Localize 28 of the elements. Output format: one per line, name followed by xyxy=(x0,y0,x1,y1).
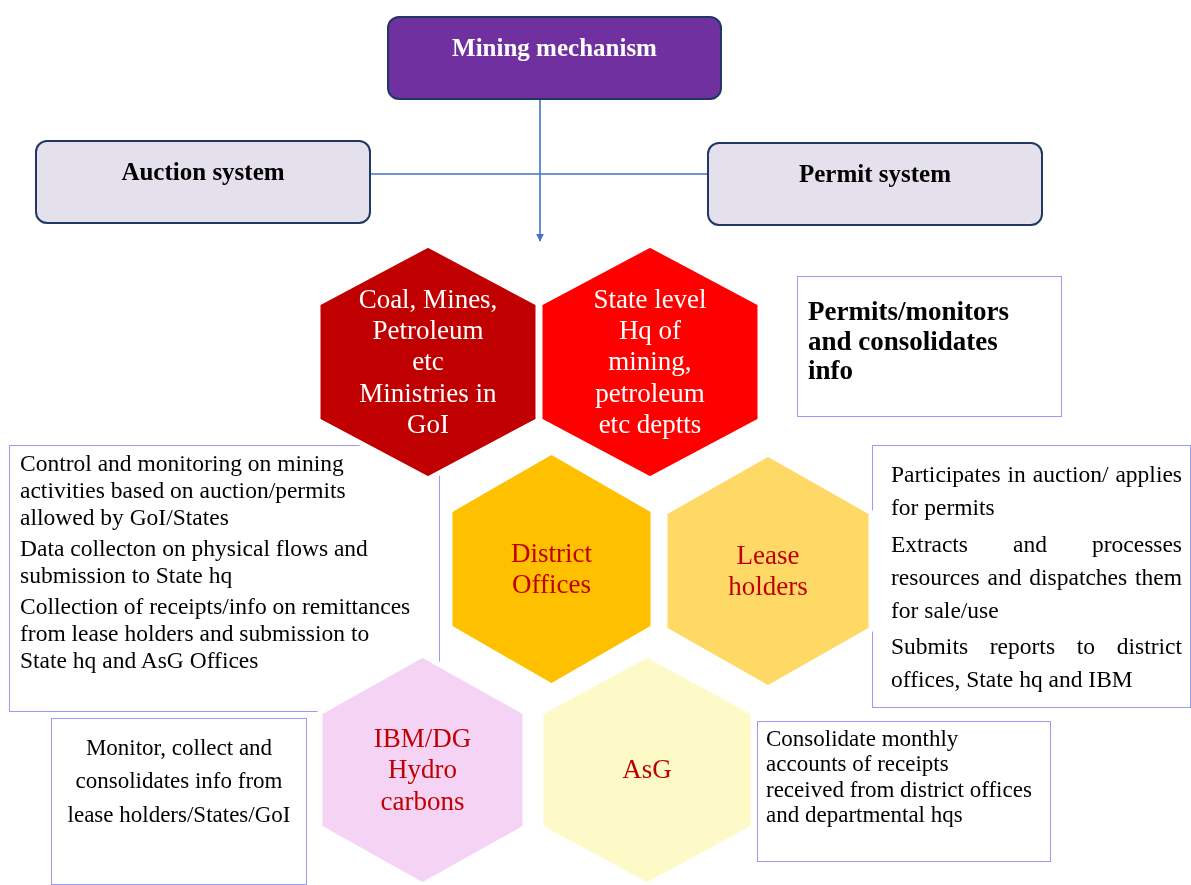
process-box xyxy=(35,140,371,224)
note-text: Monitor, collect and consolidates info from lease holders/States/GoI xyxy=(66,734,292,829)
process-box xyxy=(707,142,1043,226)
arrow xyxy=(536,99,544,242)
hexagon-label: Lease holders xyxy=(727,539,809,603)
box-label: Auction system xyxy=(121,158,285,186)
note-text: Participates in auction/ applies for permits xyxy=(891,460,1182,522)
connector-line xyxy=(370,173,708,175)
note-text: Data collecton on physical flows and submission to State hq xyxy=(20,535,369,590)
box-label: Permit system xyxy=(799,160,951,188)
hexagon-label: District Offices xyxy=(510,537,593,601)
note-text: Consolidate monthly accounts of receipts received from district offices and departmental hqs xyxy=(766,726,1032,828)
note-box xyxy=(757,721,1051,862)
note-text: Collection of receipts/info on remittances from lease holders and submission to State hq and AsG Offices xyxy=(20,593,411,675)
note-box xyxy=(9,445,440,712)
note-text: Extracts and processes resources and dispatches them for sale/use xyxy=(891,529,1182,625)
hexagon-label: IBM/DG Hydro carbons xyxy=(372,723,473,817)
hexagon-label: Coal, Mines, Petroleum etc Ministries in GoI xyxy=(358,284,498,440)
note-box xyxy=(797,276,1062,417)
hexagon-label: State level Hq of mining, petroleum etc deptts xyxy=(592,284,708,440)
note-text: Permits/monitors and consolidates info xyxy=(808,297,1010,387)
hexagon-label: AsG xyxy=(622,754,672,786)
note-box xyxy=(51,718,307,885)
note-text: Submits reports to district offices, State hq and IBM xyxy=(891,632,1182,695)
box-label: Mining mechanism xyxy=(452,34,657,62)
note-box xyxy=(872,445,1191,708)
title-box xyxy=(387,16,722,100)
note-text: Control and monitoring on mining activities based on auction/permits allowed by GoI/States xyxy=(20,450,347,532)
